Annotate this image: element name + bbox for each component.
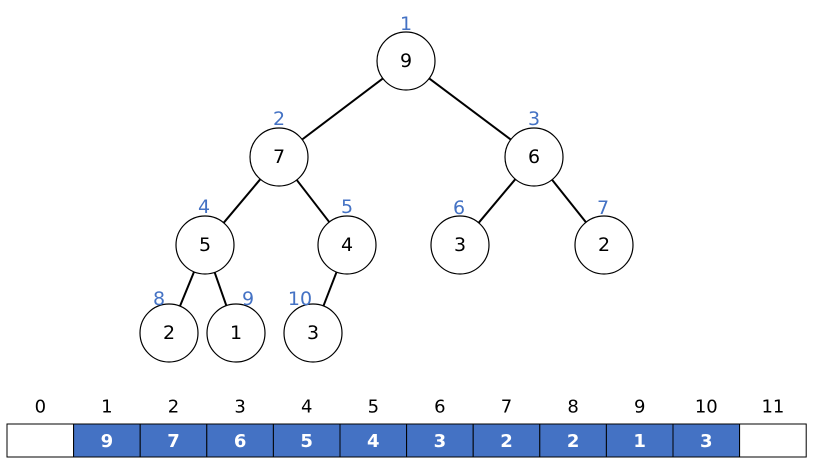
- node-index-label: 3: [528, 108, 540, 130]
- tree-node: 54: [175, 196, 235, 275]
- array-index-label: 2: [168, 397, 179, 418]
- tree-edge: [428, 77, 512, 141]
- tree-edge: [222, 178, 262, 224]
- node-value: 2: [598, 234, 610, 256]
- node-index-label: 1: [400, 13, 412, 35]
- array-cell-box: [406, 423, 474, 458]
- node-value: 5: [199, 234, 211, 256]
- array-cell-box: [73, 423, 141, 458]
- array-cell-box: [6, 423, 75, 458]
- array-cell-value: 5: [300, 431, 313, 452]
- array-cell: 11: [739, 397, 807, 458]
- array-index-label: 6: [434, 397, 445, 418]
- array-cell-value: 9: [101, 431, 114, 452]
- tree-edge: [477, 178, 517, 224]
- node-circle: [249, 127, 309, 187]
- node-index-label: 6: [453, 197, 465, 219]
- node-index-label: 2: [273, 108, 285, 130]
- array-cell: 36: [406, 397, 474, 458]
- node-index-label: 10: [288, 288, 312, 310]
- array-index-label: 7: [501, 397, 512, 418]
- node-value: 3: [454, 234, 466, 256]
- array-cell: 45: [339, 397, 408, 458]
- tree-node: 28: [139, 288, 199, 363]
- array-index-label: 9: [634, 397, 645, 418]
- tree-edge: [295, 179, 331, 223]
- node-value: 7: [273, 146, 285, 168]
- node-value: 6: [528, 146, 540, 168]
- array-cell: 27: [472, 397, 541, 458]
- tree-edges: [179, 77, 587, 307]
- node-value: 9: [400, 50, 412, 72]
- node-circle: [574, 215, 634, 275]
- array-cell: 72: [139, 397, 208, 458]
- node-circle: [206, 303, 266, 363]
- array-cell-value: 1: [633, 431, 646, 452]
- array-cell-value: 2: [567, 431, 580, 452]
- array-cell-box: [672, 423, 741, 458]
- tree-node: 72: [249, 108, 309, 187]
- tree-node: 36: [430, 197, 490, 275]
- node-index-label: 5: [341, 196, 353, 218]
- array-cell-value: 7: [167, 431, 180, 452]
- array-cell-box: [472, 423, 541, 458]
- array-cell: 63: [206, 397, 274, 458]
- array-cell: 0: [6, 397, 75, 458]
- tree-edge: [301, 77, 384, 141]
- array-cell: 91: [73, 397, 141, 458]
- array-cell: 19: [605, 397, 674, 458]
- tree-node: 63: [504, 108, 564, 187]
- array-index-label: 10: [695, 397, 718, 418]
- array-index-label: 0: [35, 397, 46, 418]
- tree-edge: [213, 272, 228, 306]
- node-value: 2: [163, 322, 175, 344]
- node-circle: [317, 215, 377, 275]
- array-cell: 28: [539, 397, 607, 458]
- array-cell-box: [206, 423, 274, 458]
- array-index-label: 4: [301, 397, 312, 418]
- node-value: 1: [230, 322, 242, 344]
- array-cell-box: [539, 423, 607, 458]
- array-index-label: 3: [234, 397, 245, 418]
- node-value: 3: [307, 322, 319, 344]
- tree-edge: [179, 271, 195, 307]
- node-circle: [430, 215, 490, 275]
- array-cell-value: 3: [434, 431, 447, 452]
- tree-node: 3 10: [283, 288, 343, 363]
- array-cell-box: [605, 423, 674, 458]
- tree-node: 19: [206, 288, 266, 363]
- array-cell-value: 3: [700, 431, 713, 452]
- array-index-label: 8: [567, 397, 578, 418]
- node-index-label: 4: [198, 196, 210, 218]
- node-circle: [175, 215, 235, 275]
- tree-edge: [322, 271, 338, 307]
- tree-node: 91: [376, 13, 436, 91]
- node-circle: [376, 31, 436, 91]
- array-index-label: 11: [761, 397, 784, 418]
- tree-node: 45: [317, 196, 377, 275]
- array-cell: 54: [272, 397, 341, 458]
- node-circle: [504, 127, 564, 187]
- array-index-label: 5: [368, 397, 379, 418]
- tree-edge: [551, 179, 587, 223]
- node-index-label: 9: [242, 288, 254, 310]
- array-cell-value: 6: [234, 431, 247, 452]
- array-cell-box: [739, 423, 807, 458]
- node-circle: [139, 303, 199, 363]
- tree-node: 27: [574, 197, 634, 275]
- node-circle: [283, 303, 343, 363]
- node-value: 4: [341, 234, 353, 256]
- array-index-label: 1: [101, 397, 112, 418]
- array-cell: 3 10: [672, 397, 741, 458]
- node-index-label: 8: [153, 288, 165, 310]
- array-cell-box: [272, 423, 341, 458]
- array-cell-value: 4: [367, 431, 380, 452]
- node-index-label: 7: [597, 197, 609, 219]
- array-cell-value: 2: [500, 431, 513, 452]
